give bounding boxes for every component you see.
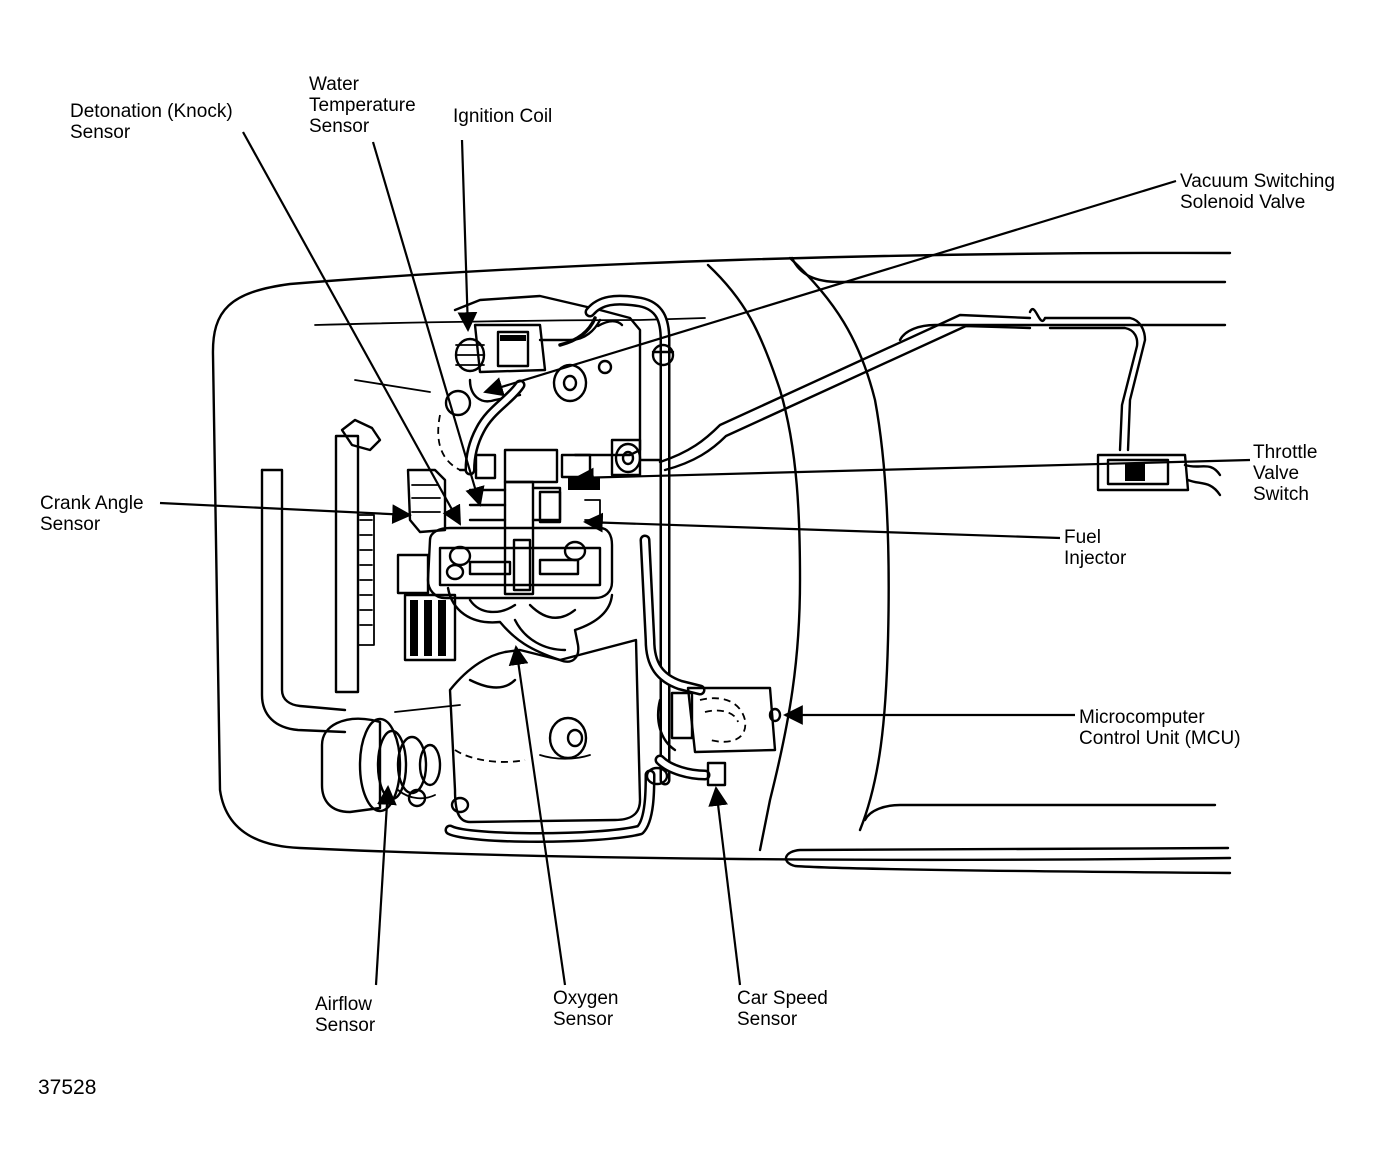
label-ignition-coil: Ignition Coil [453,106,553,127]
leader-knock-sensor [242,131,461,526]
leader-airflow-sensor [374,785,397,986]
vehicle-body-outline [211,251,1232,875]
engine-lower-block [444,638,656,843]
leader-crank-angle-sensor [159,501,412,525]
label-crank-angle-sensor: Crank Angle Sensor [40,493,144,535]
exhaust-manifold [446,586,614,663]
label-detonation-knock-sensor: Detonation (Knock) Sensor [70,101,233,143]
label-fuel-injector: Fuel Injector [1064,527,1127,569]
leader-lines [159,131,1251,986]
label-oxygen-sensor: Oxygen Sensor [553,988,619,1030]
mcu-part [654,686,782,787]
label-airflow-sensor: Airflow Sensor [315,994,376,1036]
upper-engine-parts [437,294,1147,786]
label-car-speed-sensor: Car Speed Sensor [737,988,828,1030]
label-water-temperature-sensor: Water Temperature Sensor [309,74,416,137]
leader-throttle-valve-switch [574,458,1251,488]
figure-number: 37528 [38,1076,97,1099]
leader-fuel-injector [583,512,1061,540]
valve-cover-and-intake [426,448,614,600]
leader-car-speed-sensor [708,786,742,986]
leader-ignition-coil [457,139,478,332]
leader-vacuum-valve [483,179,1177,397]
radiator [260,418,382,734]
leader-water-temp-sensor [371,141,485,507]
label-vacuum-switching-solenoid-valve: Vacuum Switching Solenoid Valve [1180,171,1335,213]
label-microcomputer-control-unit: Microcomputer Control Unit (MCU) [1079,707,1241,749]
leader-oxygen-sensor [508,645,567,986]
label-throttle-valve-switch: Throttle Valve Switch [1253,442,1318,505]
throttle-valve-switch-part [1096,453,1222,497]
